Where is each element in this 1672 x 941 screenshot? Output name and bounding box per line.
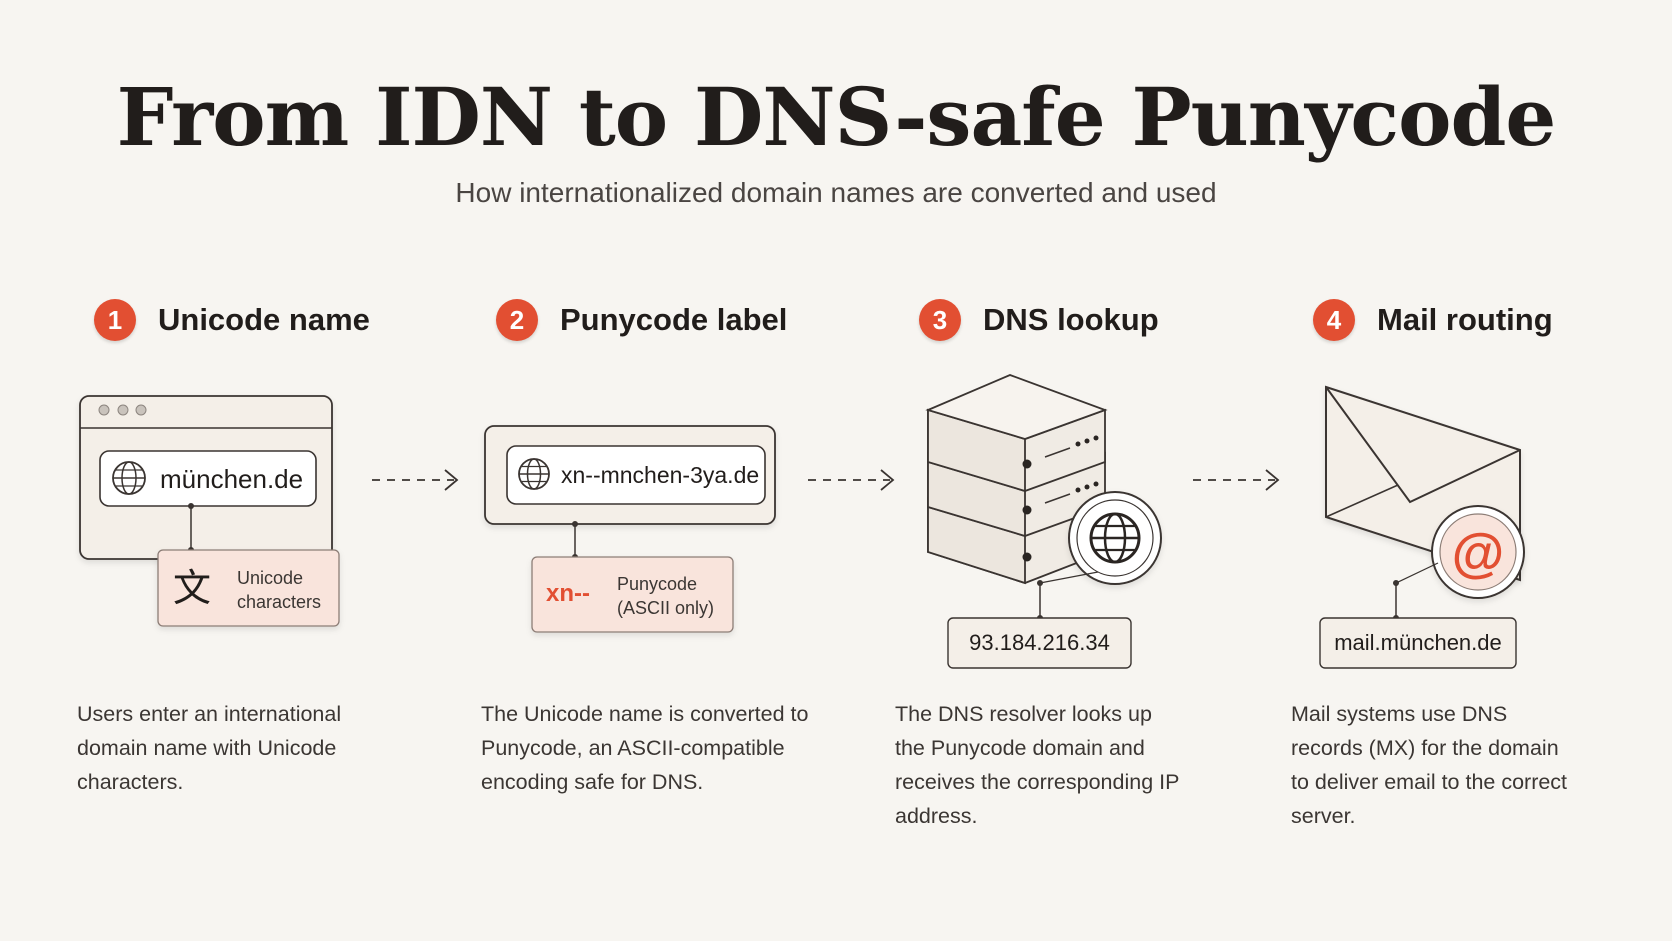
arrow-right-icon: [372, 469, 459, 491]
ip-address-card: 93.184.216.34: [947, 617, 1132, 669]
arrow-right-icon: [1193, 469, 1280, 491]
step-4-description: Mail systems use DNS records (MX) for th…: [1291, 702, 1568, 828]
step-1-title: Unicode name: [158, 302, 370, 337]
punycode-note-card: xn-- Punycode (ASCII only): [531, 556, 734, 633]
address-bar-text: münchen.de: [160, 464, 303, 494]
punycode-address-bar[interactable]: xn--mnchen-3ya.de: [506, 445, 766, 505]
punycode-address-text: xn--mnchen-3ya.de: [561, 462, 759, 488]
browser-window-illustration: münchen.de 文 Unicode characters: [79, 395, 340, 627]
step-4-title: Mail routing: [1377, 302, 1553, 337]
server-stack-icon: [925, 374, 1108, 585]
punycode-illustration: xn--mnchen-3ya.de xn-- Punycode (ASCII o…: [484, 425, 776, 633]
unicode-note-line-1: Unicode: [237, 568, 303, 588]
step-1-number-badge: 1: [94, 299, 136, 341]
step-1-header: 1 Unicode name: [94, 296, 370, 344]
step-3-number-badge: 3: [919, 299, 961, 341]
globe-icon: [518, 458, 550, 490]
address-bar[interactable]: münchen.de: [99, 450, 317, 507]
page-title: From IDN to DNS-safe Punycode: [116, 70, 1557, 164]
step-2-number-badge: 2: [496, 299, 538, 341]
step-3-title: DNS lookup: [983, 302, 1159, 337]
ip-address-text: 93.184.216.34: [969, 630, 1110, 655]
punycode-note-line-2: (ASCII only): [617, 598, 714, 618]
window-dot-icon: [117, 404, 129, 416]
punycode-prefix: xn--: [546, 580, 590, 607]
step-4-number-badge: 4: [1313, 299, 1355, 341]
step-2-title: Punycode label: [560, 302, 788, 337]
window-dot-icon: [135, 404, 147, 416]
arrow-right-icon: [808, 469, 895, 491]
mail-host-text: mail.münchen.de: [1334, 630, 1502, 655]
window-dot-icon: [98, 404, 110, 416]
globe-icon: [112, 461, 146, 495]
step-2-header: 2 Punycode label: [496, 296, 787, 344]
unicode-note-card: 文 Unicode characters: [157, 549, 340, 627]
page-subtitle: How internationalized domain names are c…: [455, 177, 1217, 208]
cjk-character-icon: 文: [173, 568, 211, 610]
at-icon: @: [1431, 505, 1525, 599]
step-1-description: Users enter an international domain name…: [77, 702, 342, 794]
punycode-note-line-1: Punycode: [617, 574, 697, 594]
globe-icon: [1068, 491, 1162, 585]
step-2-description: The Unicode name is converted to Punycod…: [481, 702, 809, 794]
step-3-header: 3 DNS lookup: [919, 296, 1159, 344]
at-symbol: @: [1452, 523, 1505, 583]
step-3-description: The DNS resolver looks up the Punycode d…: [895, 702, 1180, 828]
unicode-note-line-2: characters: [237, 592, 321, 612]
mail-host-card: mail.münchen.de: [1319, 617, 1517, 669]
step-4-header: 4 Mail routing: [1313, 296, 1553, 344]
